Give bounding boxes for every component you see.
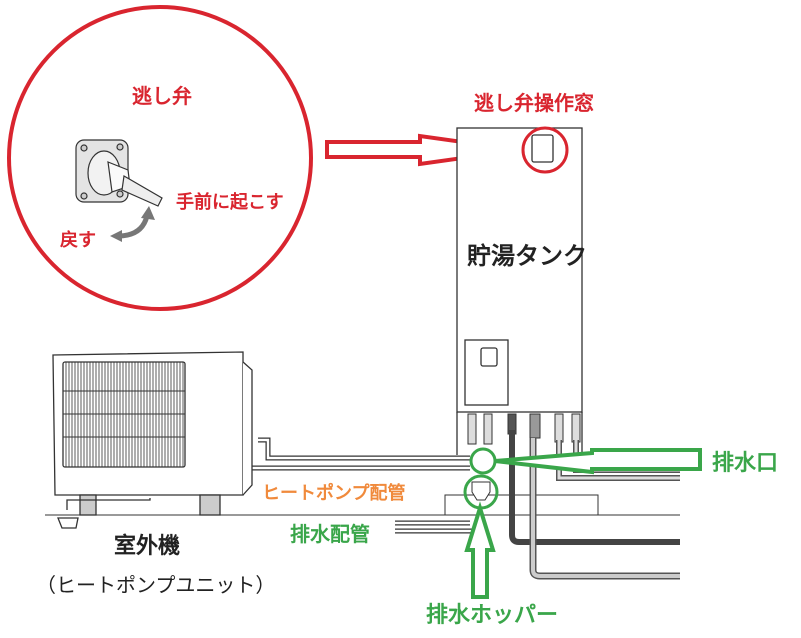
callout-title: 逃し弁 [132, 84, 192, 108]
drain-outlet-label: 排水口 [712, 451, 779, 476]
drain-outlet-arrow [494, 448, 702, 475]
outdoor-unit-name: 室外機 [114, 534, 181, 559]
heat-pump-piping-label: ヒートポンプ配管 [262, 483, 406, 504]
drain-piping-label: 排水配管 [290, 522, 370, 546]
return-label: 戻す [60, 230, 96, 251]
callout-circle [7, 5, 313, 311]
valve-window-label: 逃し弁操作窓 [474, 91, 594, 115]
relief-valve-icon [75, 139, 163, 207]
storage-tank [456, 127, 583, 455]
drain-hopper-label: 排水ホッパー [426, 603, 559, 628]
drain-outlet-highlight [469, 447, 497, 475]
raise-label: 手前に起こす [176, 192, 284, 213]
drain-hopper-arrow [464, 501, 496, 599]
outdoor-unit-subname: （ヒートポンプユニット） [36, 573, 276, 597]
rotate-arrow-icon [117, 215, 150, 239]
outdoor-unit [52, 351, 253, 529]
drain-hopper [471, 481, 491, 501]
tank-name: 貯湯タンク [467, 242, 587, 270]
valve-window-highlight [521, 126, 569, 174]
